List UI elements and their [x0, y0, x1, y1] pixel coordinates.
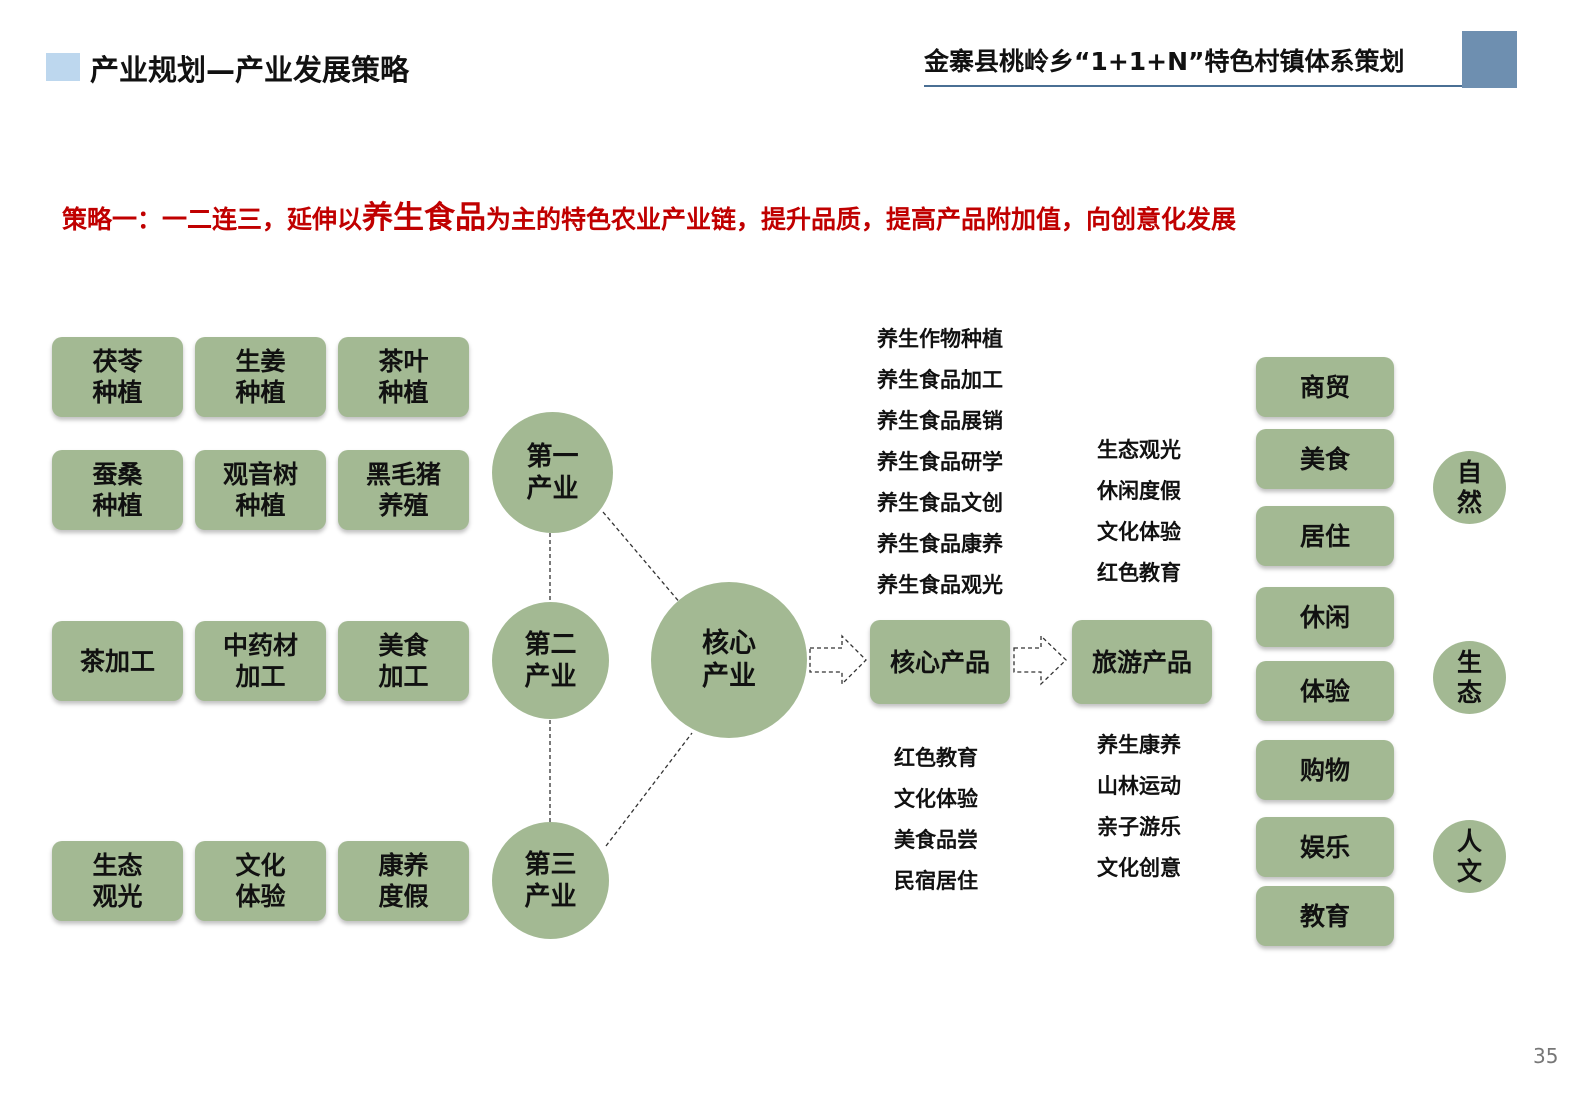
tertiary-industry-node: 第三 产业 — [492, 822, 609, 939]
tourism-product-above-list: 生态观光 休闲度假 文化体验 红色教育 — [1097, 430, 1181, 594]
tourism-product-above-item: 生态观光 — [1097, 438, 1181, 462]
connector-primary-core — [602, 511, 682, 605]
core-product-node: 核心产品 — [870, 620, 1010, 704]
category-humanities: 人 文 — [1433, 820, 1506, 893]
tertiary-item-culture: 文化 体验 — [195, 841, 326, 921]
function-food: 美食 — [1256, 429, 1394, 489]
connector-tertiary-core — [605, 732, 693, 847]
primary-item-tea: 茶叶 种植 — [338, 337, 469, 417]
category-ecology: 生 态 — [1433, 641, 1506, 714]
tourism-product-above-item: 文化体验 — [1097, 520, 1181, 544]
primary-item-fuling: 茯苓 种植 — [52, 337, 183, 417]
tourism-product-below-item: 文化创意 — [1097, 856, 1181, 880]
primary-item-black-pig: 黑毛猪 养殖 — [338, 450, 469, 530]
core-product-below-item: 民宿居住 — [894, 869, 978, 893]
strategy-highlight: 养生食品 — [362, 200, 487, 236]
core-product-below-list: 红色教育 文化体验 美食品尝 民宿居住 — [894, 738, 978, 902]
strategy-suffix: 为主的特色农业产业链，提升品质，提高产品附加值，向创意化发展 — [486, 205, 1237, 234]
function-education: 教育 — [1256, 886, 1394, 946]
function-leisure: 休闲 — [1256, 587, 1394, 647]
core-product-below-item: 美食品尝 — [894, 828, 978, 852]
page-number: 35 — [1533, 1044, 1559, 1068]
primary-item-guanyin-tree: 观音树 种植 — [195, 450, 326, 530]
core-product-above-item: 养生食品加工 — [877, 368, 1003, 392]
primary-item-ginger: 生姜 种植 — [195, 337, 326, 417]
function-living: 居住 — [1256, 506, 1394, 566]
tertiary-item-eco-tour: 生态 观光 — [52, 841, 183, 921]
strategy-prefix: 策略一：一二连三，延伸以 — [62, 205, 363, 234]
function-entertainment: 娱乐 — [1256, 817, 1394, 877]
secondary-industry-node: 第二 产业 — [492, 602, 609, 719]
arrow-core-to-product — [809, 634, 867, 686]
category-nature: 自 然 — [1433, 451, 1506, 524]
section-marker — [46, 53, 80, 81]
core-product-above-item: 养生食品文创 — [877, 491, 1003, 515]
core-industry-node: 核心 产业 — [651, 582, 807, 738]
header-accent-block — [1462, 31, 1517, 88]
core-product-below-item: 文化体验 — [894, 787, 978, 811]
core-product-above-item: 养生食品康养 — [877, 532, 1003, 556]
function-experience: 体验 — [1256, 661, 1394, 721]
project-title: 金寨县桃岭乡“1+1+N”特色村镇体系策划 — [924, 47, 1405, 76]
tourism-product-above-item: 红色教育 — [1097, 561, 1181, 585]
secondary-item-tea-processing: 茶加工 — [52, 621, 183, 701]
core-product-above-item: 养生作物种植 — [877, 327, 1003, 351]
primary-item-silkworm: 蚕桑 种植 — [52, 450, 183, 530]
tourism-product-node: 旅游产品 — [1072, 620, 1212, 704]
secondary-item-herb-processing: 中药材 加工 — [195, 621, 326, 701]
tourism-product-below-item: 山林运动 — [1097, 774, 1181, 798]
core-product-above-item: 养生食品展销 — [877, 409, 1003, 433]
strategy-statement: 策略一：一二连三，延伸以养生食品为主的特色农业产业链，提升品质，提高产品附加值，… — [62, 192, 1236, 237]
project-title-underline — [924, 85, 1462, 87]
secondary-item-food-processing: 美食 加工 — [338, 621, 469, 701]
primary-industry-node: 第一 产业 — [492, 412, 613, 533]
core-product-below-item: 红色教育 — [894, 746, 978, 770]
function-shopping: 购物 — [1256, 740, 1394, 800]
function-trade: 商贸 — [1256, 357, 1394, 417]
section-title: 产业规划—产业发展策略 — [90, 53, 410, 87]
tertiary-item-wellness: 康养 度假 — [338, 841, 469, 921]
tourism-product-below-item: 亲子游乐 — [1097, 815, 1181, 839]
core-product-above-item: 养生食品研学 — [877, 450, 1003, 474]
tourism-product-below-list: 养生康养 山林运动 亲子游乐 文化创意 — [1097, 725, 1181, 889]
arrow-product-to-tourism — [1013, 634, 1067, 686]
tourism-product-above-item: 休闲度假 — [1097, 479, 1181, 503]
core-product-above-item: 养生食品观光 — [877, 573, 1003, 597]
tourism-product-below-item: 养生康养 — [1097, 733, 1181, 757]
core-product-above-list: 养生作物种植 养生食品加工 养生食品展销 养生食品研学 养生食品文创 养生食品康… — [877, 319, 1003, 606]
